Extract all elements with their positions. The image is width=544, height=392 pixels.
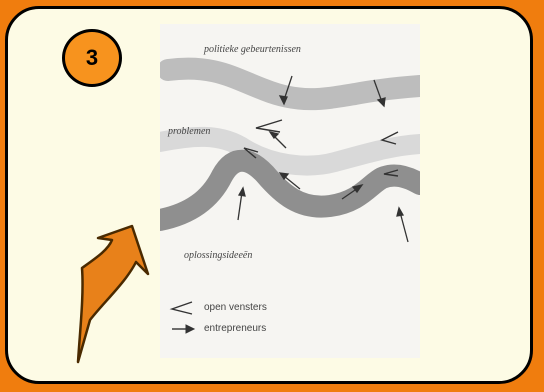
politics-stream (160, 57, 420, 111)
legend-open-window-symbol (169, 301, 193, 315)
streams-diagram: politieke gebeurtenissen problemen oplos… (160, 24, 420, 358)
label-solutions: oplossingsideeën (184, 250, 253, 261)
step-number: 3 (85, 45, 99, 70)
legend-open-windows: open vensters (204, 302, 267, 313)
step-number-badge: 3 (62, 29, 122, 87)
label-political-events: politieke gebeurtenissen (204, 44, 301, 55)
problems-stream (160, 126, 420, 176)
solutions-stream (160, 149, 420, 231)
legend-arrow-symbol (172, 324, 196, 334)
label-problems: problemen (168, 126, 211, 137)
streams-diagram-graphic (160, 57, 420, 334)
legend-entrepreneurs: entrepreneurs (204, 323, 267, 334)
entrepreneur-arrows (237, 75, 409, 243)
open-window-symbols (243, 119, 399, 177)
